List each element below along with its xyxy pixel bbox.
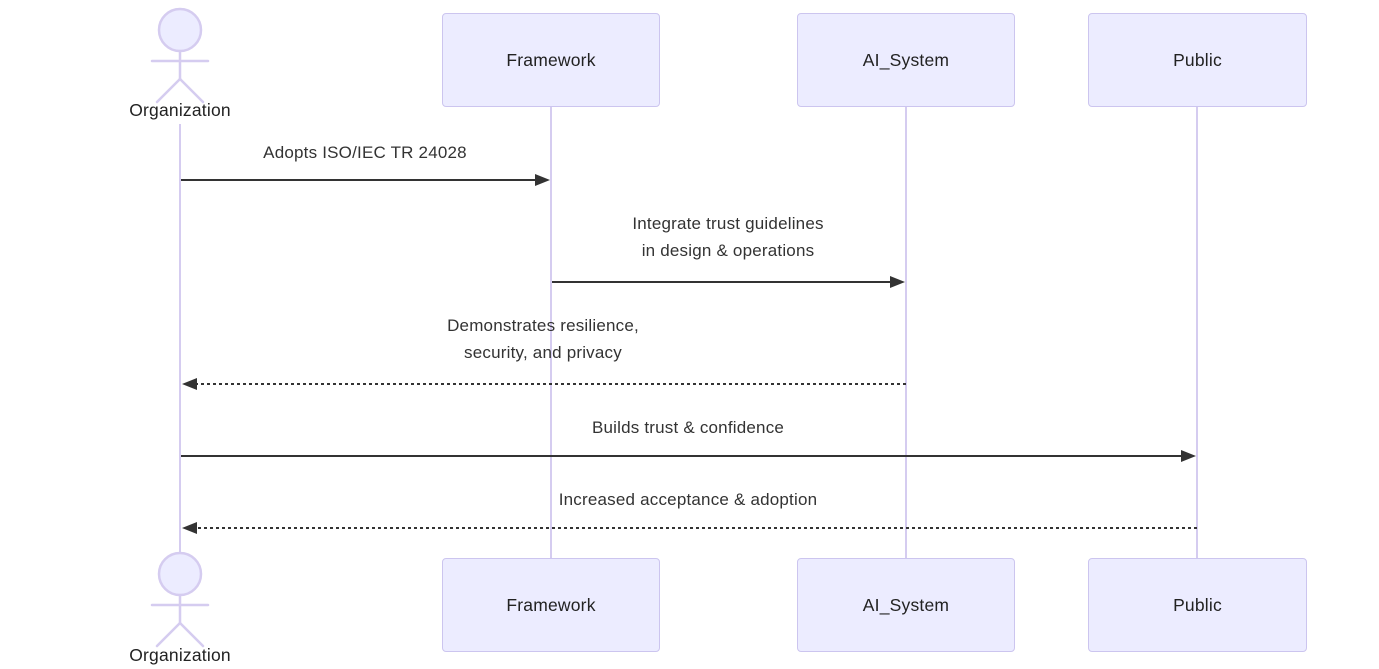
actor-leg-right [178,77,205,104]
arrowhead-left-icon [182,378,197,390]
participant-box-framework-bottom: Framework [442,558,660,652]
actor-head [157,7,203,53]
actor-figure-organization-bottom [150,551,210,648]
participant-box-ai-system-top: AI_System [797,13,1015,107]
message-label-1: Adopts ISO/IEC TR 24028 [263,143,467,162]
participant-box-ai-system-bottom: AI_System [797,558,1015,652]
arrowhead-right-icon [535,174,550,186]
message-label-3: Demonstrates resilience, security, and p… [447,316,639,362]
participant-box-public-bottom: Public [1088,558,1307,652]
message-label-5: Increased acceptance & adoption [558,490,818,509]
arrowhead-right-icon [890,276,905,288]
actor-leg-left [155,77,182,104]
actor-leg-left [155,621,182,648]
actor-head [157,551,203,597]
message-label-4: Builds trust & confidence [591,418,785,437]
actor-label-organization-top: Organization [129,100,231,120]
message-label-2: Integrate trust guidelines in design & o… [632,214,824,260]
actor-figure-organization-top [150,7,210,104]
participant-box-framework-top: Framework [442,13,660,107]
participant-box-public-top: Public [1088,13,1307,107]
actor-leg-right [178,621,205,648]
arrowhead-right-icon [1181,450,1196,462]
arrowhead-left-icon [182,522,197,534]
actor-label-organization-bottom: Organization [129,645,231,665]
